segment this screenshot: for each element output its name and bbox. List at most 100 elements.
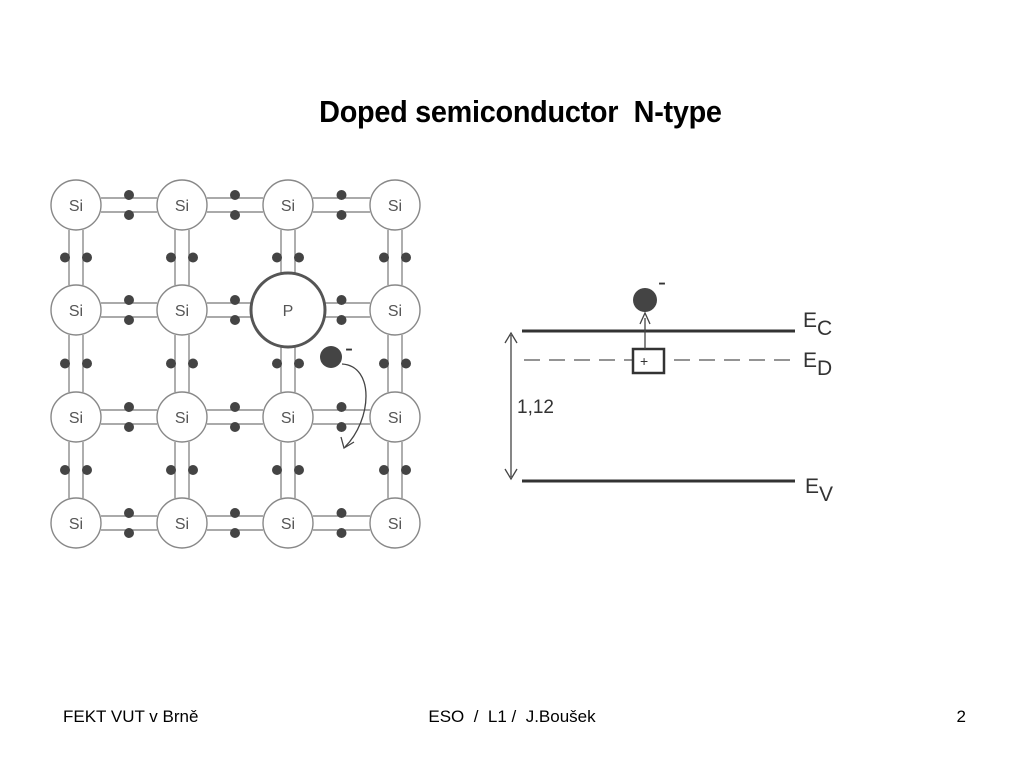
silicon-atom-label: Si (69, 198, 83, 215)
conduction-electron-sign: - (658, 269, 666, 296)
excitation-arrow-head (639, 311, 651, 325)
donor-level-label-sub: D (817, 357, 832, 380)
energy-band-diagram: 1,12 + - EC ED EV (504, 269, 833, 506)
bond-electron (124, 190, 134, 200)
bond-electron (188, 358, 198, 369)
bond-electron (336, 402, 347, 412)
bond-electron (401, 465, 411, 475)
valence-band-label-main: E (805, 475, 819, 498)
donor-ion-charge: + (640, 353, 648, 369)
gap-arrow-head-up (504, 331, 518, 344)
conduction-electron (633, 288, 657, 312)
silicon-atom-label: Si (175, 303, 189, 320)
silicon-atom (369, 284, 421, 336)
silicon-atom-label: Si (388, 516, 402, 533)
bond-electron (336, 528, 347, 538)
silicon-atom-label: Si (175, 198, 189, 215)
bond-electron (124, 210, 134, 220)
bond-electron (401, 358, 411, 369)
bond-electron (294, 465, 304, 475)
bond-electron (166, 465, 176, 475)
bond-electron (188, 465, 198, 475)
silicon-atom (50, 179, 102, 231)
footer-institution: FEKT VUT v Brně (63, 707, 199, 726)
bond-electron (166, 252, 176, 263)
silicon-atom (369, 179, 421, 231)
gap-arrow-head-down (504, 468, 518, 481)
bond-electron (230, 508, 240, 518)
bond-electron (124, 422, 134, 432)
conduction-band-label-main: E (803, 309, 817, 332)
bond-electron (124, 402, 134, 412)
donor-level-label-main: E (803, 349, 817, 372)
donor-level-label: ED (803, 349, 832, 380)
bond-electron (379, 358, 389, 369)
phosphorus-atom (249, 271, 327, 349)
silicon-atom-label: Si (69, 303, 83, 320)
silicon-atom (156, 179, 208, 231)
bond-electron (230, 402, 240, 412)
phosphorus-atom-label: P (283, 303, 294, 320)
free-electron-sign: - (345, 335, 353, 362)
bond-electron (124, 528, 134, 538)
silicon-atom (156, 497, 208, 549)
silicon-atom (369, 391, 421, 443)
bond-electron (166, 358, 176, 369)
bond-electron (379, 252, 389, 263)
bond-electron (82, 358, 92, 369)
valence-band-label-sub: V (819, 483, 833, 506)
silicon-atom (156, 391, 208, 443)
silicon-atom (156, 284, 208, 336)
silicon-atom (50, 284, 102, 336)
bond-electron (336, 295, 347, 305)
silicon-atom-label: Si (175, 516, 189, 533)
bond-electron (124, 295, 134, 305)
silicon-atom (262, 497, 314, 549)
silicon-atom-label: Si (69, 410, 83, 427)
silicon-atom (50, 497, 102, 549)
bond-electron (230, 315, 240, 325)
silicon-atom (50, 391, 102, 443)
free-electron (320, 346, 342, 368)
bond-electron (124, 315, 134, 325)
bond-electron (60, 465, 70, 475)
silicon-atom-label: Si (388, 198, 402, 215)
bond-electron (82, 252, 92, 263)
bond-electron (82, 465, 92, 475)
valence-band-label: EV (805, 475, 833, 506)
silicon-atom-label: Si (281, 410, 295, 427)
band-gap-value: 1,12 (517, 397, 554, 418)
bond-electron (401, 252, 411, 263)
silicon-atom-label: Si (281, 198, 295, 215)
bond-electron (60, 358, 70, 369)
slide-title: Doped semiconductor N-type (319, 94, 722, 129)
bond-electron (379, 465, 389, 475)
bond-electron (230, 210, 240, 220)
silicon-atom-label: Si (388, 410, 402, 427)
footer-course: ESO / L1 / J.Boušek (428, 707, 596, 726)
bond-electron (336, 422, 347, 432)
bond-electron (60, 252, 70, 263)
bond-electron (294, 252, 304, 263)
silicon-atom-label: Si (175, 410, 189, 427)
bond-electron (336, 508, 347, 518)
bond-electron (124, 508, 134, 518)
bond-electron (230, 422, 240, 432)
donor-ion-box (631, 347, 666, 375)
silicon-atom (262, 179, 314, 231)
bond-electron (230, 295, 240, 305)
footer-page-number: 2 (956, 707, 966, 726)
silicon-atom-label: Si (281, 516, 295, 533)
silicon-atom (262, 391, 314, 443)
electron-path-arrow-head (340, 436, 355, 449)
silicon-atom-label: Si (69, 516, 83, 533)
silicon-atom (369, 497, 421, 549)
bond-electron (294, 358, 304, 369)
bond-electron (272, 465, 282, 475)
electron-path-arrow (341, 363, 367, 448)
bond-electron (230, 190, 240, 200)
bond-electron (188, 252, 198, 263)
conduction-band-label-sub: C (817, 317, 832, 340)
